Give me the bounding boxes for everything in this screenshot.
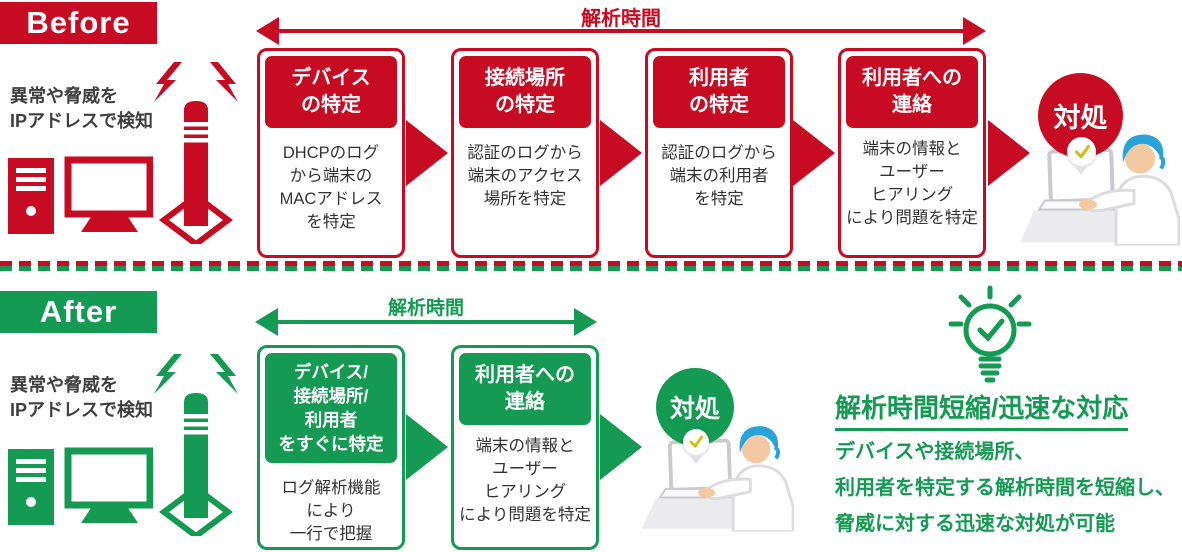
flow-arrow-icon (988, 120, 1030, 186)
arrow-right-head (963, 17, 986, 45)
before-step-device-title: デバイス の特定 (265, 56, 397, 128)
check-badge-icon (683, 429, 709, 455)
before-step-location-body: 認証のログから 端末のアクセス 場所を特定 (467, 144, 583, 208)
badge-tail (1075, 167, 1087, 175)
after-detect-text: 異常や脅威を IPアドレスで検知 (10, 375, 154, 420)
arrow-right-head (574, 308, 597, 336)
arrow-line (273, 320, 579, 324)
flow-arrow-icon (600, 120, 642, 186)
before-detect-text: 異常や脅威を IPアドレスで検知 (10, 86, 154, 131)
after-label: After (0, 291, 157, 333)
alert-beacon-icon (150, 60, 242, 244)
lightbulb-check-icon (948, 284, 1032, 388)
after-step-identify: デバイス/ 接続場所/ 利用者 をすぐに特定 ログ解析機能 により 一行で把握 (257, 345, 405, 550)
before-step-contact-title: 利用者への 連絡 (846, 56, 978, 128)
flow-arrow-icon (793, 120, 835, 186)
divider-green-dashes (0, 266, 1182, 271)
arrow-left-head (256, 17, 279, 45)
before-step-device: デバイス の特定 DHCPのログ から端末の MACアドレス を特定 (257, 48, 405, 258)
before-step-user-body: 認証のログから 端末の利用者 を特定 (661, 144, 777, 208)
double-arrow-icon (256, 17, 986, 45)
flow-arrow-icon (406, 414, 448, 480)
before-step-location-title: 接続場所 の特定 (459, 56, 591, 128)
badge-tail (690, 456, 702, 464)
arrow-left-head (255, 308, 278, 336)
person-at-laptop-icon (642, 422, 794, 532)
after-timeline-label: 解析時間 (387, 298, 464, 319)
before-label: Before (0, 2, 157, 44)
divider-red-dashes (0, 261, 1182, 266)
desktop-pc-icon (8, 447, 153, 527)
before-step-contact: 利用者への 連絡 端末の情報と ユーザー ヒアリング により問題を特定 (838, 48, 986, 258)
after-step-identify-title: デバイス/ 接続場所/ 利用者 をすぐに特定 (265, 353, 397, 463)
before-timeline-label: 解析時間 (581, 8, 661, 30)
before-step-device-body: DHCPのログ から端末の MACアドレス を特定 (279, 144, 383, 231)
after-step-identify-body: ログ解析機能 により 一行で把握 (281, 479, 381, 543)
arrow-line (274, 29, 968, 33)
double-arrow-icon (255, 308, 597, 336)
benefit-heading: 解析時間短縮/迅速な対応 (835, 388, 1129, 431)
before-result-bubble: 対処 (1038, 73, 1123, 158)
section-divider (0, 261, 1182, 271)
after-step-contact-title: 利用者への 連絡 (459, 353, 591, 425)
after-result-bubble: 対処 (656, 368, 734, 446)
before-step-contact-body: 端末の情報と ユーザー ヒアリング により問題を特定 (846, 140, 978, 227)
after-step-contact-body: 端末の情報と ユーザー ヒアリング により問題を特定 (459, 437, 591, 524)
benefit-body: デバイスや接続場所、 利用者を特定する解析時間を短縮し、 脅威に対する迅速な対処… (835, 441, 1175, 535)
desktop-pc-icon (8, 156, 153, 236)
flow-arrow-icon (600, 414, 642, 480)
after-step-contact: 利用者への 連絡 端末の情報と ユーザー ヒアリング により問題を特定 (451, 345, 599, 550)
alert-beacon-icon (150, 352, 242, 536)
before-step-location: 接続場所 の特定 認証のログから 端末のアクセス 場所を特定 (451, 48, 599, 258)
flow-arrow-icon (406, 120, 448, 186)
before-step-user-title: 利用者 の特定 (653, 56, 785, 128)
before-step-user: 利用者 の特定 認証のログから 端末の利用者 を特定 (645, 48, 793, 258)
check-badge-icon (1067, 137, 1096, 166)
